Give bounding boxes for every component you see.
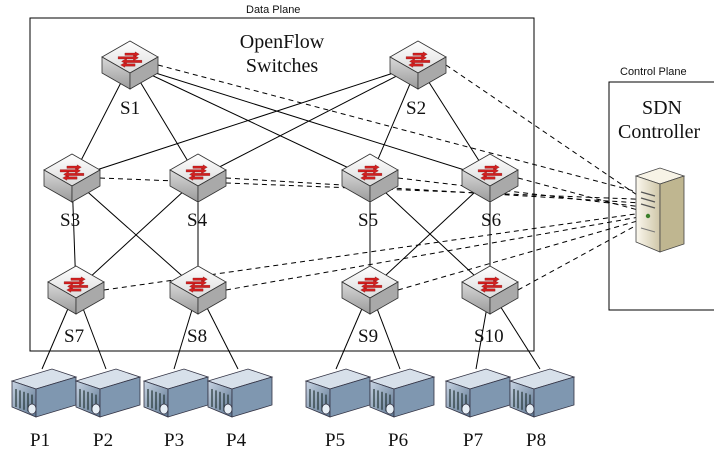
control-plane-frame xyxy=(608,81,714,311)
host-label-p8: P8 xyxy=(526,430,547,451)
switch-group-label-line2: Switches xyxy=(245,55,319,77)
host-label-p1: P1 xyxy=(30,430,51,451)
link-s1-s5 xyxy=(129,64,371,179)
disk-icon xyxy=(525,403,535,415)
switch-s7[interactable] xyxy=(47,265,105,315)
link-s2-s4 xyxy=(197,64,419,179)
control-link-s9 xyxy=(397,220,639,291)
switch-arrows-icon xyxy=(117,51,143,68)
server-p6[interactable] xyxy=(368,368,436,418)
disk-icon xyxy=(223,403,233,415)
switch-label-s7: S7 xyxy=(64,326,85,347)
host-label-p3: P3 xyxy=(164,430,185,451)
switch-s9[interactable] xyxy=(341,265,399,315)
link-s1-s4 xyxy=(129,64,199,179)
switch-label-s10: S10 xyxy=(474,326,504,347)
disk-icon xyxy=(385,403,395,415)
server-p3[interactable] xyxy=(142,368,210,418)
switch-s4[interactable] xyxy=(169,153,227,203)
server-p5[interactable] xyxy=(304,368,372,418)
switch-s2[interactable] xyxy=(389,40,447,90)
switch-label-s3: S3 xyxy=(60,210,81,231)
switch-s6[interactable] xyxy=(461,153,519,203)
switch-arrows-icon xyxy=(185,276,211,293)
server-p7[interactable] xyxy=(444,368,512,418)
host-label-p7: P7 xyxy=(463,430,484,451)
host-label-p5: P5 xyxy=(325,430,346,451)
control-link-s5 xyxy=(397,177,639,207)
sdn-controller-server[interactable] xyxy=(634,167,686,253)
switch-arrows-icon xyxy=(357,164,383,181)
control-link-s2 xyxy=(445,64,639,197)
disk-icon xyxy=(91,403,101,415)
disk-icon xyxy=(461,403,471,415)
server-p2[interactable] xyxy=(74,368,142,418)
controller-label-line2: Controller xyxy=(618,121,701,143)
switch-s3[interactable] xyxy=(43,153,101,203)
disk-icon xyxy=(321,403,331,415)
host-label-p4: P4 xyxy=(226,430,247,451)
switch-label-s9: S9 xyxy=(358,326,379,347)
server-p4[interactable] xyxy=(206,368,274,418)
switch-arrows-icon xyxy=(63,276,89,293)
link-s6-s9 xyxy=(369,177,491,291)
link-s2-s3 xyxy=(71,64,419,179)
switch-label-s5: S5 xyxy=(358,210,379,231)
switch-s5[interactable] xyxy=(341,153,399,203)
link-s4-s7 xyxy=(75,177,199,291)
server-p8[interactable] xyxy=(508,368,576,418)
disk-icon xyxy=(159,403,169,415)
control-link-s6 xyxy=(517,177,639,211)
link-s1-s6 xyxy=(129,64,491,179)
link-s3-s8 xyxy=(71,177,199,291)
disk-icon xyxy=(27,403,37,415)
control-link-s1 xyxy=(157,64,639,193)
control-link-s10 xyxy=(517,223,639,291)
control-link-s8 xyxy=(225,216,639,291)
switch-arrows-icon xyxy=(357,276,383,293)
host-label-p6: P6 xyxy=(388,430,409,451)
switch-group-label: OpenFlow Switches xyxy=(222,30,342,78)
switch-label-s8: S8 xyxy=(187,326,208,347)
nodes-layer xyxy=(10,40,686,418)
switch-arrows-icon xyxy=(477,164,503,181)
switch-arrows-icon xyxy=(477,276,503,293)
switch-s8[interactable] xyxy=(169,265,227,315)
switch-arrows-icon xyxy=(59,164,85,181)
switch-arrows-icon xyxy=(185,164,211,181)
control-link-s4 xyxy=(225,177,639,204)
switch-label-s4: S4 xyxy=(187,210,208,231)
server-p1[interactable] xyxy=(10,368,78,418)
switch-s10[interactable] xyxy=(461,265,519,315)
switch-label-s6: S6 xyxy=(481,210,502,231)
host-label-p2: P2 xyxy=(93,430,114,451)
switch-label-s1: S1 xyxy=(120,98,141,119)
power-led-icon xyxy=(645,213,651,219)
control-plane-title: Control Plane xyxy=(620,66,687,78)
data-plane-title: Data Plane xyxy=(246,4,301,16)
controller-label-line1: SDN xyxy=(641,97,682,119)
switch-s1[interactable] xyxy=(101,40,159,90)
switch-group-label-line1: OpenFlow xyxy=(239,31,325,53)
controller-label: SDN Controller xyxy=(610,96,714,144)
link-s2-s6 xyxy=(417,64,491,179)
switch-arrows-icon xyxy=(405,51,431,68)
switch-label-s2: S2 xyxy=(406,98,427,119)
data-plane-frame xyxy=(29,17,535,352)
